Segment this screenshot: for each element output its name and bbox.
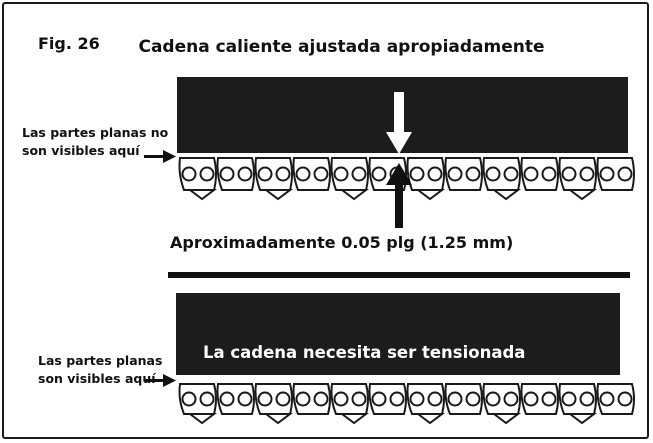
chain-rivet (371, 391, 387, 407)
chain-rivet (237, 391, 253, 407)
chain-rivet (541, 166, 557, 182)
chain-rivet (333, 166, 349, 182)
chain-link (444, 157, 483, 191)
chain-rivet (599, 391, 615, 407)
chain-rivet (257, 166, 273, 182)
chain-rivet (371, 166, 387, 182)
chain-link (596, 383, 635, 415)
drive-tang (491, 189, 521, 201)
chain-rivet (313, 391, 329, 407)
drive-tang (187, 189, 217, 201)
chain-rivet (447, 391, 463, 407)
chain-rivet (579, 391, 595, 407)
chain-rivet (599, 166, 615, 182)
chain-rivet (219, 166, 235, 182)
chain-rivet (409, 166, 425, 182)
chain-rivet (465, 391, 481, 407)
bottom-chain (178, 383, 635, 425)
chain-rivet (485, 166, 501, 182)
chain-rivet (389, 391, 405, 407)
drive-tang (415, 413, 445, 425)
chain-rivet (199, 166, 215, 182)
chain-rivet (219, 391, 235, 407)
chain-rivet (447, 166, 463, 182)
drive-tang (263, 413, 293, 425)
drive-tang (339, 413, 369, 425)
chain-link (216, 157, 255, 191)
chain-rivet (617, 166, 633, 182)
chain-rivet (561, 166, 577, 182)
bottom-guide-bar (176, 293, 620, 375)
chain-link (520, 383, 559, 415)
chain-rivet (523, 166, 539, 182)
drive-tang (339, 189, 369, 201)
chain-rivet (485, 391, 501, 407)
chain-rivet (313, 166, 329, 182)
chain-rivet (503, 166, 519, 182)
down-arrow-icon (386, 92, 412, 154)
chain-rivet (427, 391, 443, 407)
chain-link (520, 157, 559, 191)
chain-link (216, 383, 255, 415)
chain-rivet (523, 391, 539, 407)
top-chain (178, 157, 635, 201)
separator-line (168, 272, 630, 278)
chain-rivet (617, 391, 633, 407)
chain-rivet (257, 391, 273, 407)
chain-rivet (503, 391, 519, 407)
bar-caption: La cadena necesita ser tensionada (203, 343, 526, 362)
figure-title: Cadena caliente ajustada apropiadamente (138, 37, 545, 57)
chain-rivet (181, 166, 197, 182)
drive-tang (567, 413, 597, 425)
chain-link (368, 383, 407, 415)
measurement-label: Aproximadamente 0.05 plg (1.25 mm) (170, 233, 514, 252)
chain-link (292, 157, 331, 191)
drive-tang (187, 413, 217, 425)
pointer-arrow-bottom-icon (144, 374, 176, 387)
figure-label: Fig. 26 (38, 34, 100, 53)
chain-link (596, 157, 635, 191)
pointer-arrow-top-icon (144, 150, 176, 163)
drive-tang (567, 189, 597, 201)
chain-rivet (181, 391, 197, 407)
chain-rivet (561, 391, 577, 407)
chain-rivet (295, 166, 311, 182)
chain-rivet (351, 166, 367, 182)
chain-rivet (427, 166, 443, 182)
chain-rivet (351, 391, 367, 407)
drive-tang (263, 189, 293, 201)
chain-rivet (465, 166, 481, 182)
up-arrow-icon (386, 163, 412, 228)
chain-rivet (579, 166, 595, 182)
chain-rivet (409, 391, 425, 407)
chain-rivet (275, 166, 291, 182)
chain-rivet (275, 391, 291, 407)
chain-rivet (199, 391, 215, 407)
chain-rivet (295, 391, 311, 407)
chain-rivet (541, 391, 557, 407)
drive-tang (415, 189, 445, 201)
side-note-top: Las partes planas no son visibles aquí (22, 125, 169, 158)
chain-link (444, 383, 483, 415)
drive-tang (491, 413, 521, 425)
side-note-bottom: Las partes planas son visibles aquí (38, 353, 163, 386)
chain-rivet (237, 166, 253, 182)
chain-rivet (333, 391, 349, 407)
chain-link (292, 383, 331, 415)
